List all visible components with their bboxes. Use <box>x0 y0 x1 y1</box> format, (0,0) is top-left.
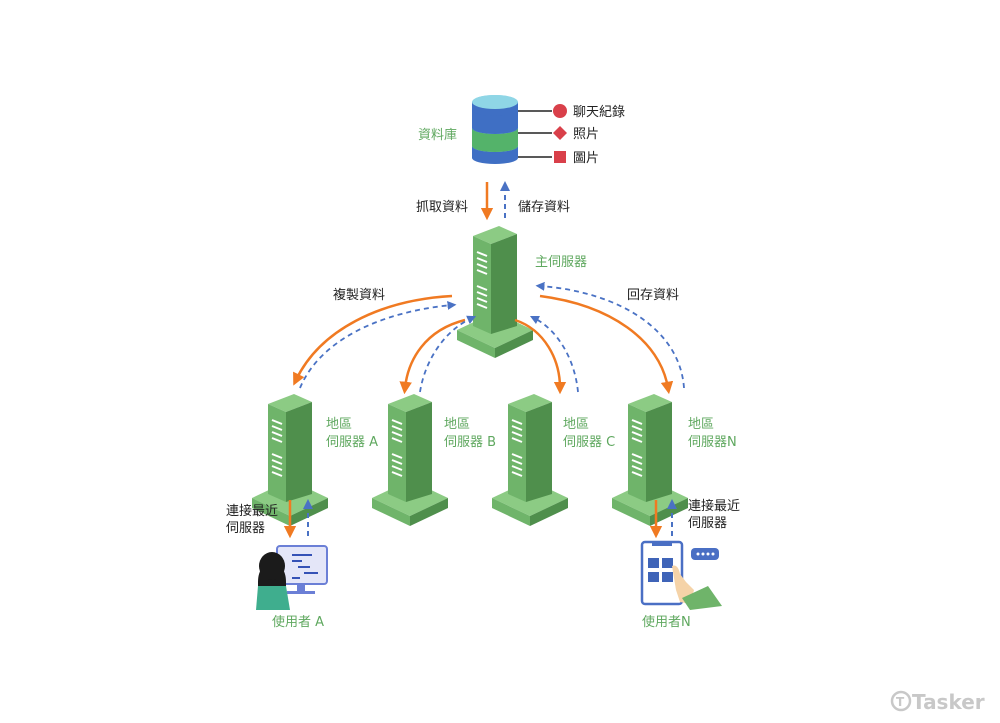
regional-server-c-label-1: 地區 <box>563 417 589 432</box>
regional-server-b-icon <box>371 393 449 527</box>
database-icon <box>472 95 518 164</box>
regional-server-n-label-2: 伺服器N <box>688 435 737 450</box>
regional-server-n-label-1: 地區 <box>688 417 714 432</box>
user-desktop-icon <box>256 545 328 610</box>
regional-server-n-icon <box>611 393 689 527</box>
tasker-logo-icon: T <box>890 690 912 712</box>
user-a-connect-label-1: 連接最近 <box>226 503 278 519</box>
copy-arrow-b <box>399 318 466 395</box>
regional-server-a-label-2: 伺服器 A <box>326 435 378 450</box>
watermark-text: Tasker <box>912 690 985 714</box>
user-n-label: 使用者N <box>642 614 691 630</box>
regional-server-b-label-1: 地區 <box>444 417 470 432</box>
legend-label-photo: 照片 <box>573 127 599 142</box>
copy-arrow-a <box>293 294 453 386</box>
user-mobile-icon <box>640 540 722 610</box>
legend-diamond-icon <box>553 126 567 140</box>
database-label: 資料庫 <box>418 128 457 143</box>
regional-server-c-label-2: 伺服器 C <box>563 435 615 450</box>
writeback-arrow-n <box>535 281 685 389</box>
legend-square-icon <box>554 151 566 163</box>
user-n-connect-label-1: 連接最近 <box>688 498 740 514</box>
writeback-arrow-c <box>529 315 579 393</box>
legend-circle-icon <box>553 104 567 118</box>
writeback-arrow-b <box>419 315 477 393</box>
main-server-label: 主伺服器 <box>535 255 587 270</box>
fetch-label: 抓取資料 <box>416 200 468 215</box>
copy-arrow-c <box>514 318 567 395</box>
regional-server-b-label-2: 伺服器 B <box>444 435 496 450</box>
store-label: 儲存資料 <box>518 200 570 215</box>
main-server-icon <box>456 225 534 359</box>
copy-arrow-n <box>539 294 674 395</box>
legend-label-image: 圖片 <box>573 151 599 166</box>
user-n-connect-label-2: 伺服器 <box>688 516 727 531</box>
legend-label-chat: 聊天紀錄 <box>573 105 625 120</box>
user-a-connect-label-2: 伺服器 <box>226 521 265 536</box>
user-a-label: 使用者 A <box>272 614 324 630</box>
database-legend: 聊天紀錄 照片 圖片 <box>518 104 625 166</box>
copy-label: 複製資料 <box>333 287 385 303</box>
svg-text:T: T <box>896 695 905 709</box>
regional-server-c-icon <box>491 393 569 527</box>
regional-server-a-label-1: 地區 <box>326 417 352 432</box>
writeback-arrow-a <box>299 300 457 389</box>
writeback-label: 回存資料 <box>627 288 679 303</box>
